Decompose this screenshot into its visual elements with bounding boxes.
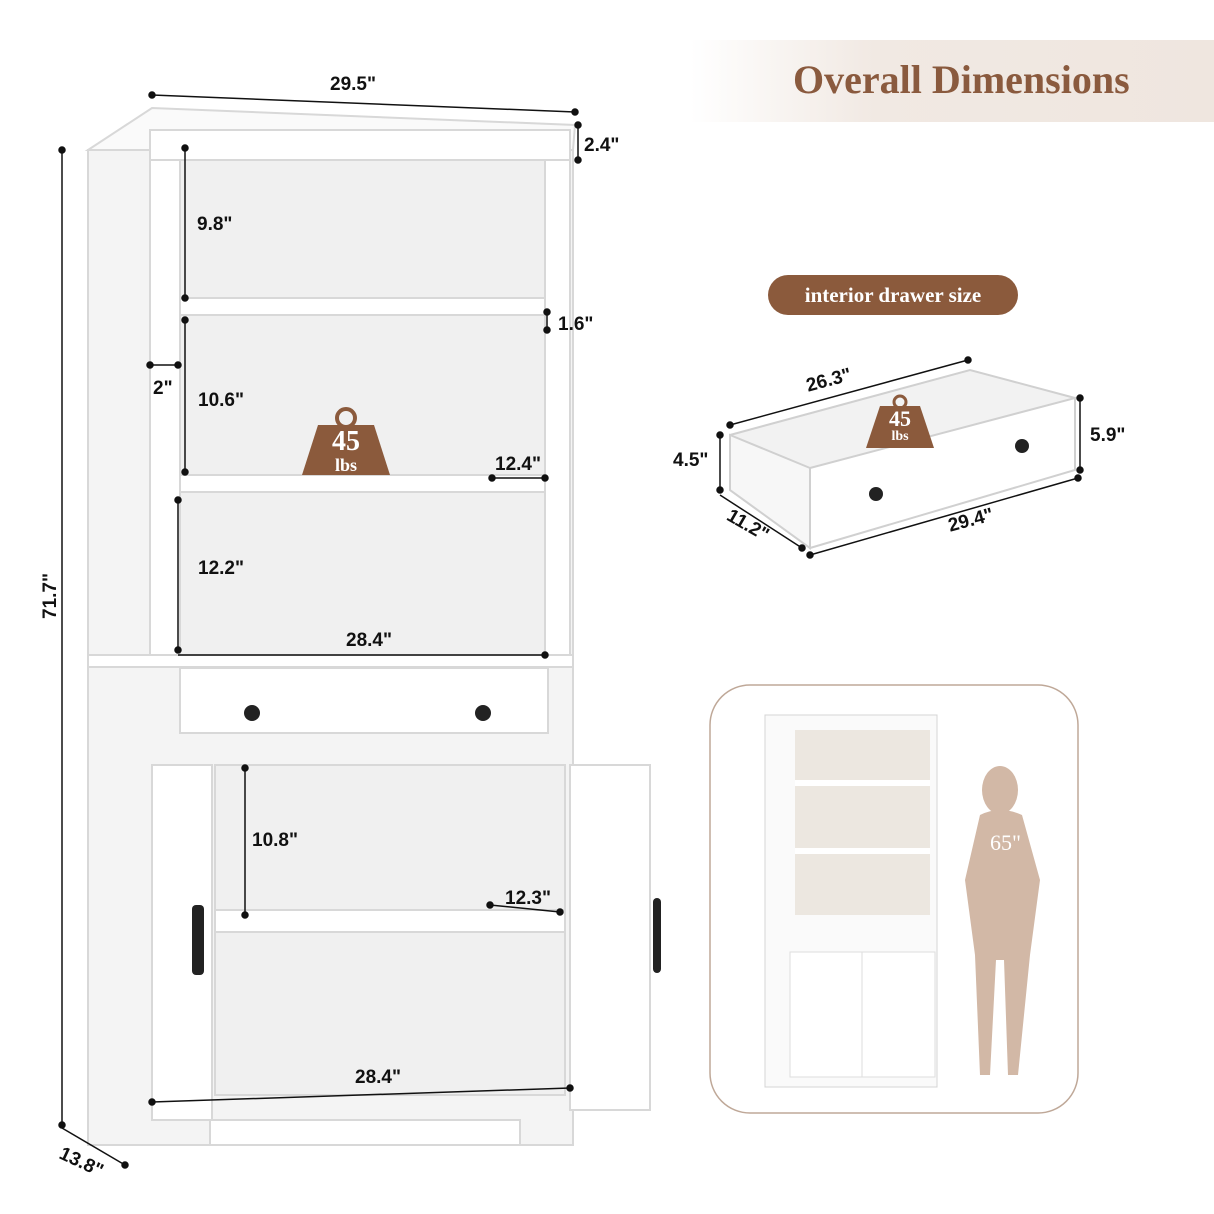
weight-capacity-drawer: 45 lbs [889, 406, 911, 444]
weight-icon [866, 394, 934, 448]
dim-width: 29.5" [330, 74, 376, 95]
dim-inner-width-upper: 28.4" [346, 630, 392, 651]
scale-comparison [709, 684, 1079, 1114]
dim-side-thickness: 2" [153, 378, 173, 399]
page-title: Overall Dimensions [793, 57, 1130, 102]
dim-cabinet-shelf-height: 10.8" [252, 830, 298, 851]
weight-capacity-shelf: 45 lbs [332, 426, 360, 475]
dim-total-height: 71.7" [40, 573, 61, 619]
person-height: 65" [990, 830, 1021, 855]
weight-icon [302, 407, 390, 475]
dim-shelf-depth: 12.4" [495, 454, 541, 475]
cabinet [84, 106, 661, 1146]
drawer-dimension-lines [716, 356, 1084, 559]
dim-shelf1-height: 9.8" [197, 214, 233, 235]
drawer [729, 368, 1078, 550]
dim-shelf-thickness: 1.6" [558, 314, 594, 335]
dim-cabinet-shelf-depth: 12.3" [505, 888, 551, 909]
person-silhouette [965, 766, 1040, 1075]
dim-crown: 2.4" [584, 135, 620, 156]
drawer-outer-height: 5.9" [1090, 425, 1126, 446]
title-banner [690, 40, 1214, 122]
dim-shelf2-height: 10.6" [198, 390, 244, 411]
drawer-size-badge: interior drawer size [768, 275, 1018, 315]
drawer-inner-height: 4.5" [673, 450, 709, 471]
dim-inner-width-lower: 28.4" [355, 1067, 401, 1088]
dim-shelf3-height: 12.2" [198, 558, 244, 579]
dimension-lines [58, 91, 582, 1169]
